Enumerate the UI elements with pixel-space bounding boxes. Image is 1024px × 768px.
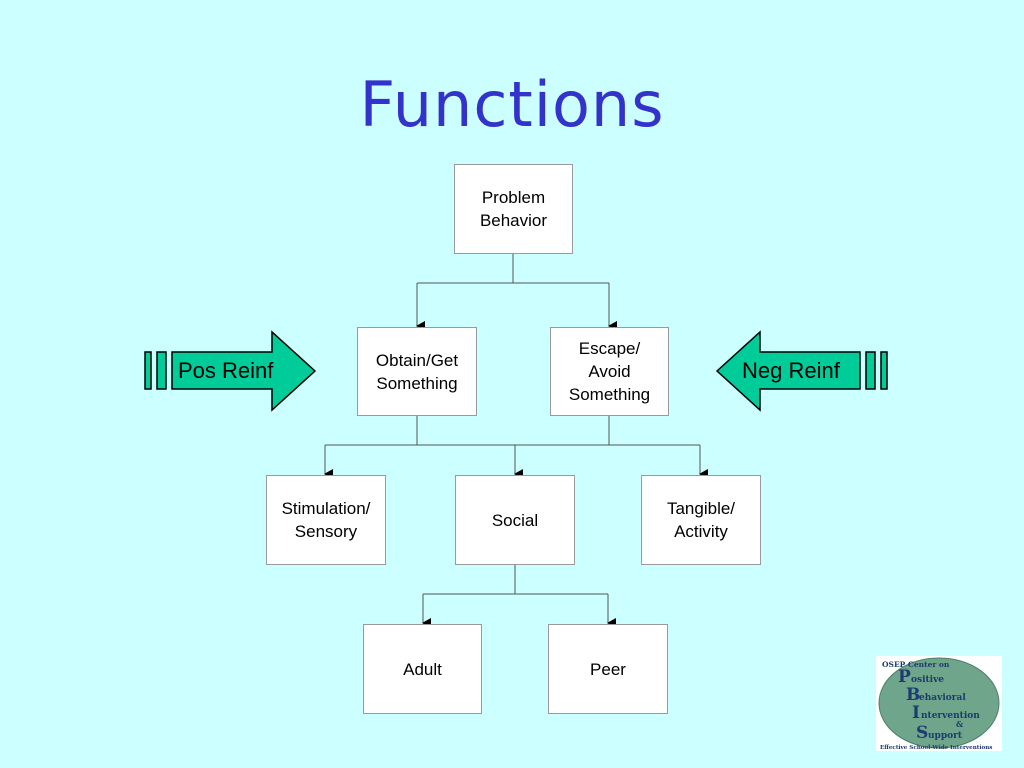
logo-word-support: upport bbox=[928, 731, 963, 741]
logo-letter-b: B bbox=[906, 685, 920, 705]
pos-reinf-label: Pos Reinf bbox=[178, 358, 274, 383]
slide-title: Functions bbox=[359, 68, 665, 141]
node-escape-avoid-label: Escape/ Avoid Something bbox=[568, 339, 651, 404]
logo-word-behavioral: ehavioral bbox=[919, 693, 966, 703]
pbis-logo: OSEP Center on P ositive B ehavioral I n… bbox=[876, 656, 1002, 751]
node-peer-label: Peer bbox=[590, 659, 626, 679]
logo-letter-p: P bbox=[898, 667, 911, 687]
node-social: Social bbox=[455, 475, 575, 565]
logo-ampersand: & bbox=[956, 719, 964, 729]
logo-word-intervention: ntervention bbox=[921, 711, 980, 721]
pos-reinf-arrow: Pos Reinf bbox=[142, 330, 320, 412]
node-obtain-something-label: Obtain/Get Something bbox=[375, 350, 459, 393]
logo-letter-s: S bbox=[916, 723, 928, 743]
pbis-logo-graphic: OSEP Center on P ositive B ehavioral I n… bbox=[876, 656, 1002, 751]
node-problem-behavior-label: Problem Behavior bbox=[479, 188, 548, 230]
node-problem-behavior: Problem Behavior bbox=[454, 164, 573, 254]
logo-letter-i: I bbox=[912, 703, 920, 723]
node-peer: Peer bbox=[548, 624, 668, 714]
logo-tagline: Effective School-Wide Interventions bbox=[880, 745, 992, 751]
logo-word-positive: ositive bbox=[911, 675, 944, 685]
left-arrow-icon bbox=[715, 330, 888, 412]
logo-header: OSEP Center on bbox=[882, 660, 950, 669]
node-tangible-activity: Tangible/ Activity bbox=[641, 475, 761, 565]
node-escape-avoid: Escape/ Avoid Something bbox=[550, 327, 669, 416]
node-stimulation-sensory: Stimulation/ Sensory bbox=[266, 475, 386, 565]
node-obtain-something: Obtain/Get Something bbox=[357, 327, 477, 416]
node-stimulation-sensory-label: Stimulation/ Sensory bbox=[281, 499, 371, 541]
neg-reinf-label: Neg Reinf bbox=[742, 358, 840, 383]
right-arrow-icon bbox=[144, 330, 317, 412]
node-adult: Adult bbox=[363, 624, 482, 714]
node-social-label: Social bbox=[491, 510, 539, 530]
neg-reinf-arrow: Neg Reinf bbox=[712, 330, 892, 412]
node-adult-label: Adult bbox=[403, 659, 442, 679]
node-tangible-activity-label: Tangible/ Activity bbox=[666, 499, 736, 541]
